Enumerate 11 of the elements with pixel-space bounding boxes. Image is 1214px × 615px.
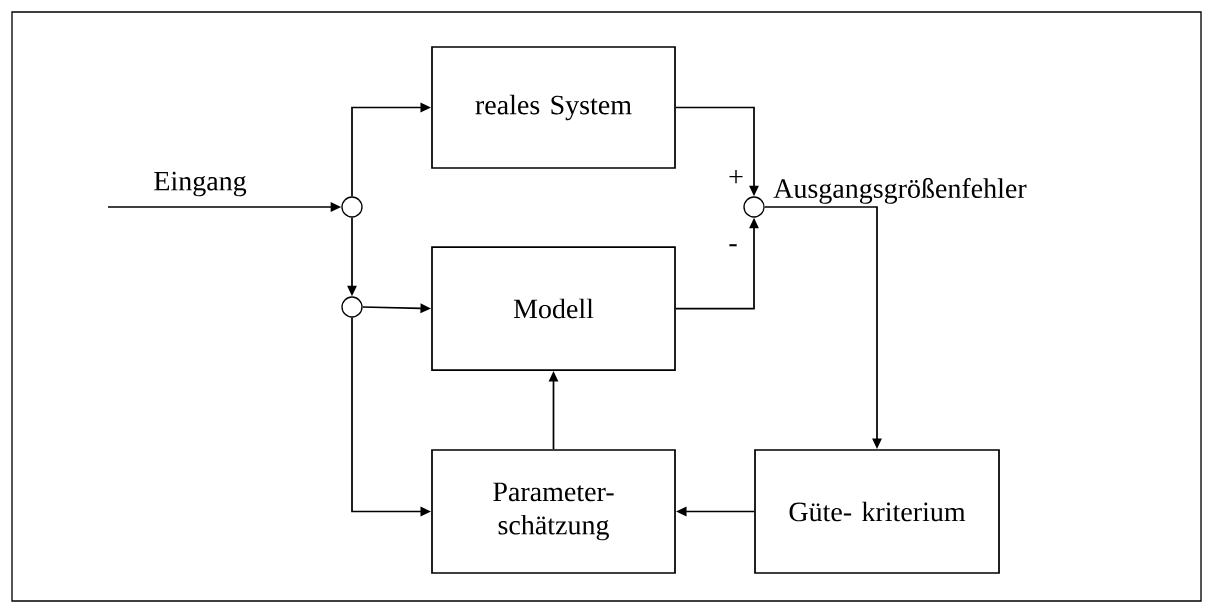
- process-box: Modell: [431, 246, 676, 371]
- edge-label: Eingang: [152, 170, 248, 198]
- process-box: Güte- kriterium: [754, 449, 1000, 574]
- process-box: reales System: [431, 46, 676, 169]
- edge-label: Ausgangsgrößenfehler: [771, 176, 1028, 206]
- edge-label: +: [726, 168, 746, 188]
- edge-label: -: [727, 242, 739, 254]
- process-box: Parameter- schätzung: [431, 449, 676, 574]
- junction-circle: [743, 196, 765, 218]
- junction-circle: [341, 296, 363, 318]
- junction-circle: [341, 196, 363, 218]
